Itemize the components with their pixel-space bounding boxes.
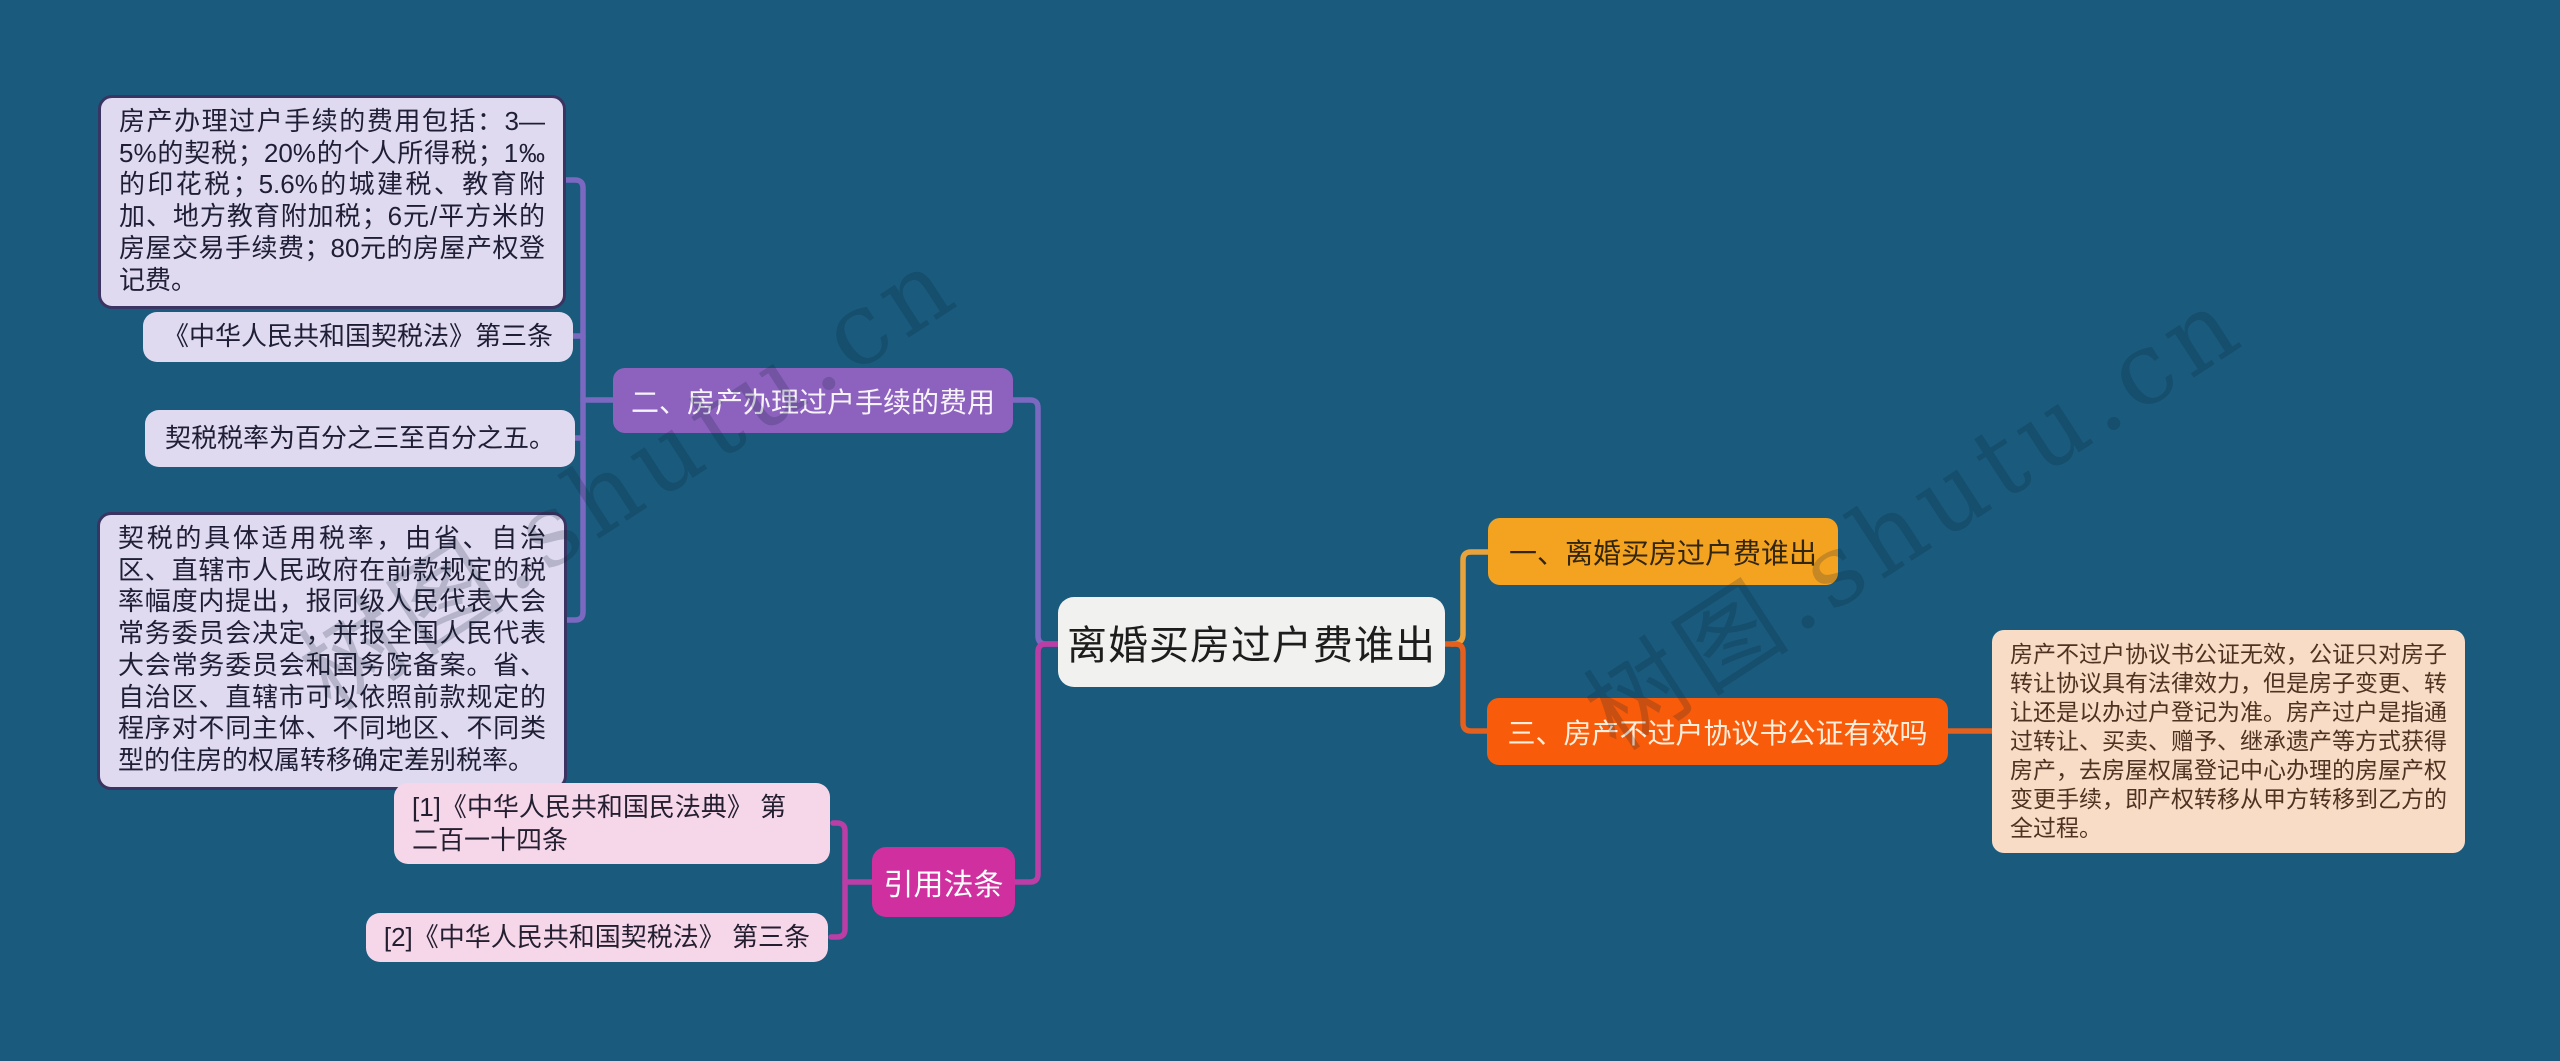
citation-2-box[interactable]: [2]《中华人民共和国契税法》 第三条 [365, 913, 828, 962]
notary-detail-box[interactable]: 房产不过户协议书公证无效，公证只对房子转让协议具有法律效力，但是房子变更、转让还… [1992, 630, 2465, 853]
branch-citations-node[interactable]: 引用法条 [872, 847, 1015, 917]
connector-citations-to-central [1010, 641, 1061, 885]
fee-child-detail-box[interactable]: 契税的具体适用税率，由省、自治区、直辖市人民政府在前款规定的税率幅度内提出，报同… [97, 512, 567, 790]
fee-child-costs-box[interactable]: 房产办理过户手续的费用包括：3—5%的契税；20%的个人所得税；1‰的印花税；5… [98, 95, 566, 310]
connector-central-to-one [1449, 549, 1491, 647]
citation-1-box[interactable]: [1]《中华人民共和国民法典》 第二百一十四条 [394, 783, 830, 864]
fee-child-law-box[interactable]: 《中华人民共和国契税法》第三条 [142, 312, 573, 362]
branch-three-node[interactable]: 三、房产不过户协议书公证有效吗 [1487, 698, 1948, 765]
fee-child-rate-box[interactable]: 契税税率为百分之三至百分之五。 [144, 410, 575, 467]
connector-central-to-three [1442, 641, 1490, 734]
central-topic-node[interactable]: 离婚买房过户费谁出 [1058, 597, 1445, 687]
connector-citation-children-bracket [828, 820, 848, 940]
branch-fee-node[interactable]: 二、房产办理过户手续的费用 [613, 368, 1013, 433]
branch-one-node[interactable]: 一、离婚买房过户费谁出 [1488, 518, 1838, 585]
connector-fee-to-central [1010, 397, 1061, 647]
